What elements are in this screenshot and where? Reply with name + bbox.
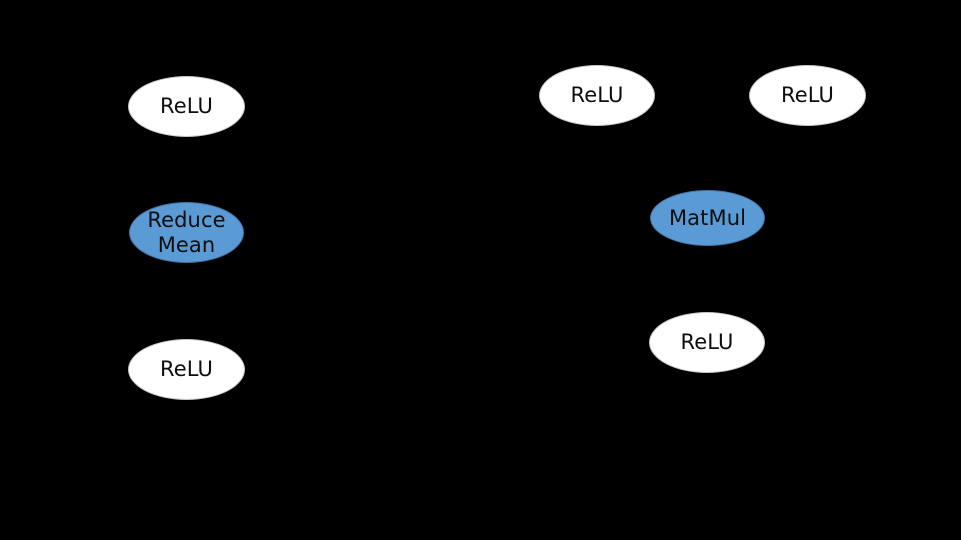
graph-node-label: MatMul xyxy=(668,205,747,230)
graph-node-label: ReLU xyxy=(160,357,213,382)
graph-node-relu-top-right[interactable]: ReLU xyxy=(749,65,866,126)
graph-node-relu-top-left[interactable]: ReLU xyxy=(128,76,245,137)
graph-node-label: Reduce Mean xyxy=(147,208,226,257)
graph-node-reduce-mean[interactable]: Reduce Mean xyxy=(129,202,244,263)
graph-node-relu-bottom-right[interactable]: ReLU xyxy=(649,312,765,373)
graph-node-matmul[interactable]: MatMul xyxy=(650,190,765,246)
graph-node-label: ReLU xyxy=(680,330,734,355)
graph-node-relu-top-middle[interactable]: ReLU xyxy=(539,65,655,126)
graph-node-relu-bottom-left[interactable]: ReLU xyxy=(128,339,245,400)
graph-node-label: ReLU xyxy=(570,83,624,108)
graph-node-label: ReLU xyxy=(160,94,213,119)
graph-node-label: ReLU xyxy=(781,83,834,108)
